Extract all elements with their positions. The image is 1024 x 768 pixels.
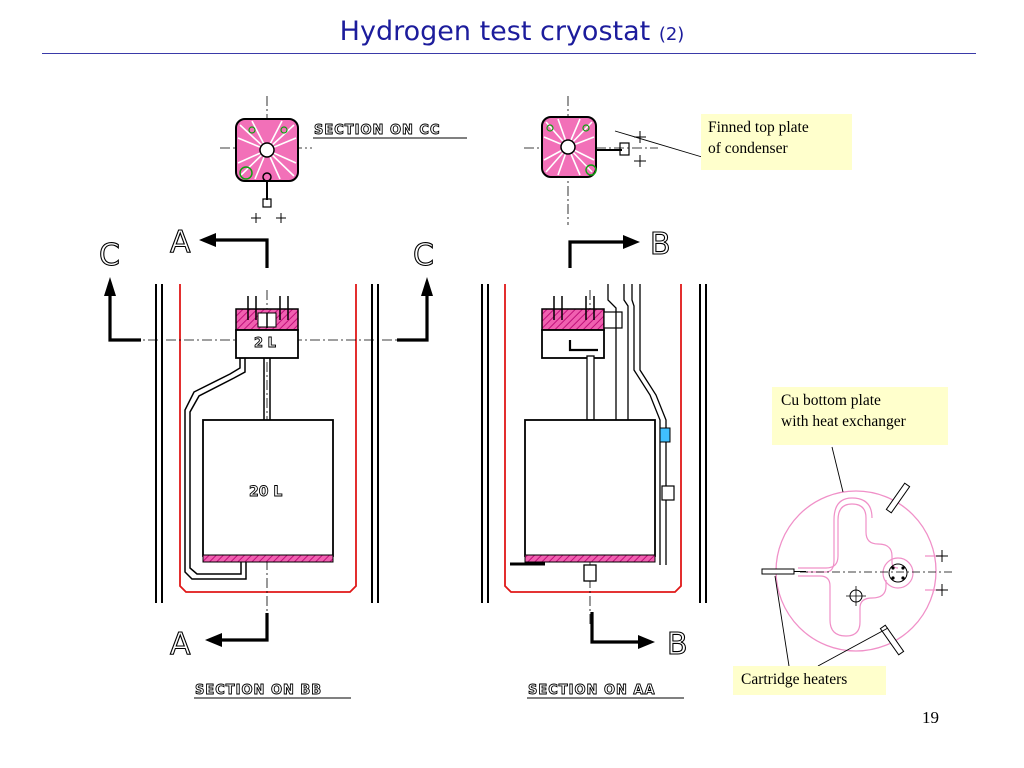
vessel-2l <box>235 329 299 359</box>
letter-b-bottom: B <box>667 627 688 662</box>
letter-c-right: C <box>413 238 434 273</box>
page-number: 19 <box>922 708 939 727</box>
vessel-20l <box>202 419 334 557</box>
cu-bottom-plate-view <box>761 446 955 667</box>
section-bb-view: 2 L 20 L A A C C SECTION ON BB <box>98 224 435 699</box>
letter-c-left: C <box>99 238 120 273</box>
callout-cu-line-2: with heat exchanger <box>781 413 906 430</box>
callout-cu-bottom-plate: Cu bottom plate with heat exchanger <box>772 387 948 445</box>
callout-cu-line-1: Cu bottom plate <box>781 392 881 409</box>
title-main: Hydrogen test cryostat <box>339 16 651 47</box>
section-cc-view: SECTION ON CC <box>220 96 467 223</box>
vessel-20l-aa <box>524 419 656 557</box>
vessel-2l-label: 2 L <box>254 336 276 351</box>
letter-a-top: A <box>170 225 191 260</box>
title-rule <box>42 53 976 54</box>
callout-finned-line-1: Finned top plate <box>708 119 809 136</box>
condenser-top-view <box>524 96 703 225</box>
letter-b-top: B <box>650 227 671 262</box>
section-cc-label: SECTION ON CC <box>314 123 440 138</box>
vessel-20l-label: 20 L <box>249 484 282 500</box>
section-aa-view: B B SECTION ON AA <box>481 226 707 699</box>
callout-finned-line-2: of condenser <box>708 140 788 157</box>
vessel-2l-aa <box>541 329 605 359</box>
section-aa-label: SECTION ON AA <box>528 683 656 698</box>
slide-title: Hydrogen test cryostat (2) <box>0 16 1024 47</box>
title-sub: (2) <box>658 24 685 45</box>
letter-a-bottom: A <box>170 627 191 662</box>
callout-finned-top-plate: Finned top plate of condenser <box>701 114 852 170</box>
callout-cartridge-heaters: Cartridge heaters <box>733 666 886 695</box>
section-bb-label: SECTION ON BB <box>195 683 322 698</box>
callout-heaters-label: Cartridge heaters <box>741 671 848 688</box>
